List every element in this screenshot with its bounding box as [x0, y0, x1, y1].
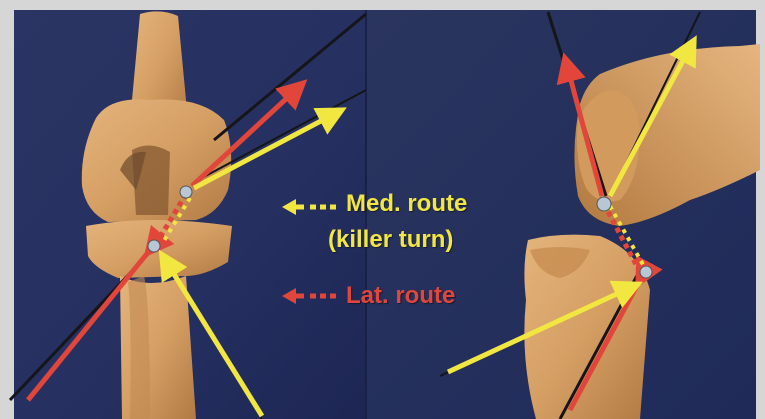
lateral-route-label: Lat. route	[346, 282, 455, 310]
killer-turn-label: (killer turn)	[328, 226, 453, 254]
medial-route-label: Med. route	[346, 190, 467, 218]
